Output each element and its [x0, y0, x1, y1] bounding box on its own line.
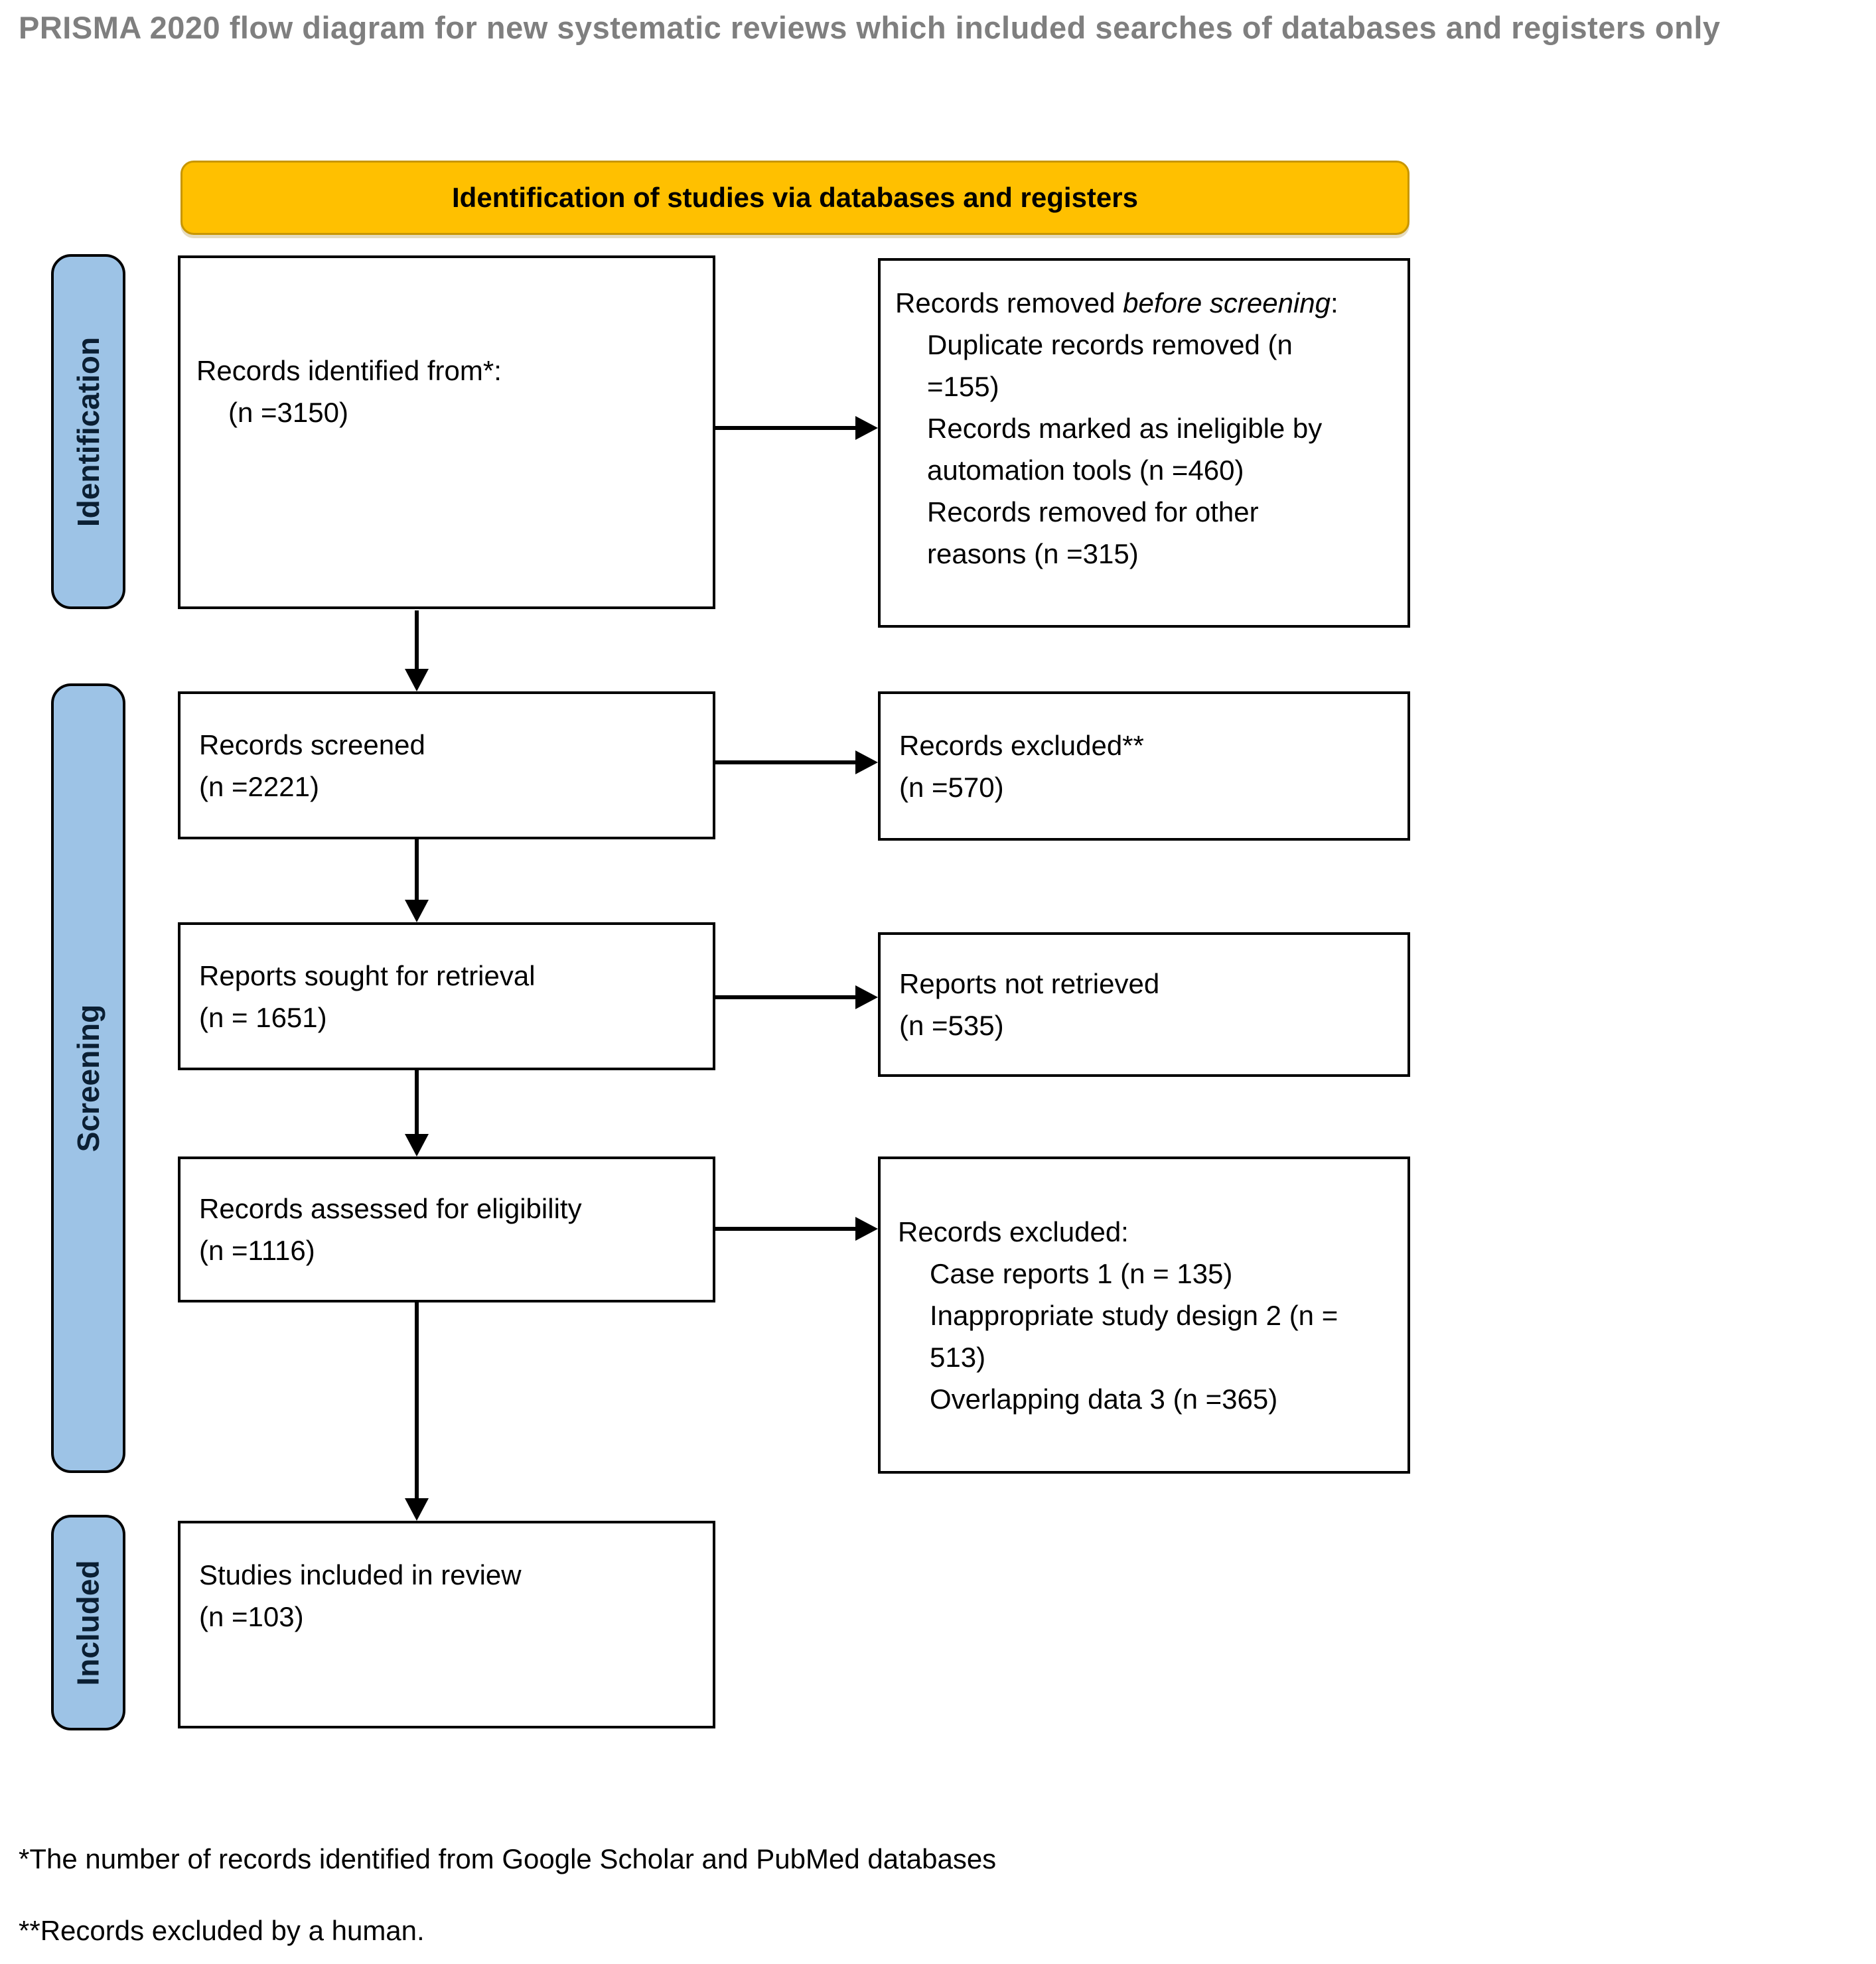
- records-excluded-screening-label: Records excluded**: [899, 729, 1144, 761]
- reports-sought-count: (n = 1651): [199, 1001, 327, 1033]
- records-assessed-label: Records assessed for eligibility: [199, 1193, 582, 1224]
- box-records-screened: Records screened (n =2221): [178, 691, 715, 839]
- removed-item-duplicates: Duplicate records removed (n =155): [927, 329, 1293, 402]
- arrow-line: [715, 995, 859, 999]
- sidebar-screening-label: Screening: [71, 1004, 106, 1153]
- arrow-assessed-to-included: [405, 1302, 429, 1521]
- box-studies-included: Studies included in review (n =103): [178, 1521, 715, 1728]
- arrow-line: [715, 1227, 859, 1231]
- arrow-line: [415, 839, 419, 904]
- arrow-line: [415, 610, 419, 673]
- arrow-head: [855, 416, 878, 440]
- sidebar-identification-label: Identification: [71, 336, 106, 527]
- records-screened-count: (n =2221): [199, 770, 319, 802]
- arrow-screened-to-excluded: [715, 750, 878, 774]
- reports-not-retrieved-label: Reports not retrieved: [899, 968, 1160, 999]
- studies-included-label: Studies included in review: [199, 1559, 522, 1590]
- records-excluded-eligibility-intro: Records excluded:: [898, 1216, 1129, 1247]
- box-records-removed-before-screening: Records removed before screening: Duplic…: [878, 258, 1410, 628]
- records-screened-label: Records screened: [199, 729, 425, 760]
- arrow-head: [405, 669, 429, 691]
- box-records-excluded-screening: Records excluded** (n =570): [878, 691, 1410, 841]
- sidebar-screening: Screening: [51, 683, 125, 1473]
- sidebar-included: Included: [51, 1515, 125, 1730]
- arrow-sought-to-assessed: [405, 1070, 429, 1157]
- box-reports-not-retrieved: Reports not retrieved (n =535): [878, 932, 1410, 1077]
- arrow-identified-to-screened: [405, 610, 429, 691]
- removed-item-automation: Records marked as ineligible by automati…: [927, 413, 1323, 486]
- excluded-item-overlapping-data: Overlapping data 3 (n =365): [930, 1383, 1278, 1415]
- arrow-head: [855, 985, 878, 1009]
- footnote-identified-sources: *The number of records identified from G…: [19, 1843, 997, 1874]
- sidebar-included-label: Included: [71, 1559, 106, 1686]
- sidebar-identification: Identification: [51, 254, 125, 609]
- arrow-line: [415, 1070, 419, 1138]
- page-title: PRISMA 2020 flow diagram for new systema…: [19, 10, 1721, 45]
- removed-item-other: Records removed for other reasons (n =31…: [927, 496, 1259, 569]
- excluded-item-case-reports: Case reports 1 (n = 135): [930, 1257, 1233, 1289]
- excluded-item-study-design: Inappropriate study design 2 (n = 513): [930, 1299, 1338, 1373]
- arrow-line: [415, 1302, 419, 1502]
- box-reports-sought: Reports sought for retrieval (n = 1651): [178, 922, 715, 1070]
- arrow-head: [405, 1134, 429, 1157]
- records-removed-intro: Records removed before screening:: [895, 287, 1338, 318]
- records-identified-count: (n =3150): [228, 397, 348, 428]
- reports-sought-label: Reports sought for retrieval: [199, 959, 536, 991]
- box-records-assessed: Records assessed for eligibility (n =111…: [178, 1157, 715, 1302]
- arrow-assessed-to-excluded: [715, 1217, 878, 1241]
- records-identified-label: Records identified from*:: [196, 355, 502, 386]
- arrow-screened-to-sought: [405, 839, 429, 922]
- box-records-excluded-eligibility: Records excluded: Case reports 1 (n = 13…: [878, 1157, 1410, 1474]
- arrow-head: [855, 1217, 878, 1241]
- records-assessed-count: (n =1116): [199, 1235, 315, 1266]
- records-excluded-screening-count: (n =570): [899, 771, 1004, 803]
- arrow-sought-to-not-retrieved: [715, 985, 878, 1009]
- identification-banner-label: Identification of studies via databases …: [452, 182, 1138, 213]
- before-screening-italic: before screening: [1123, 287, 1331, 318]
- arrow-identified-to-removed: [715, 416, 878, 440]
- reports-not-retrieved-count: (n =535): [899, 1010, 1004, 1041]
- identification-banner: Identification of studies via databases …: [180, 161, 1409, 235]
- arrow-line: [715, 760, 859, 764]
- arrow-head: [405, 1498, 429, 1521]
- arrow-head: [855, 750, 878, 774]
- footnote-excluded-by-human: **Records excluded by a human.: [19, 1915, 425, 1946]
- arrow-head: [405, 900, 429, 922]
- box-records-identified: Records identified from*: (n =3150): [178, 255, 715, 609]
- arrow-line: [715, 426, 859, 430]
- studies-included-count: (n =103): [199, 1601, 304, 1632]
